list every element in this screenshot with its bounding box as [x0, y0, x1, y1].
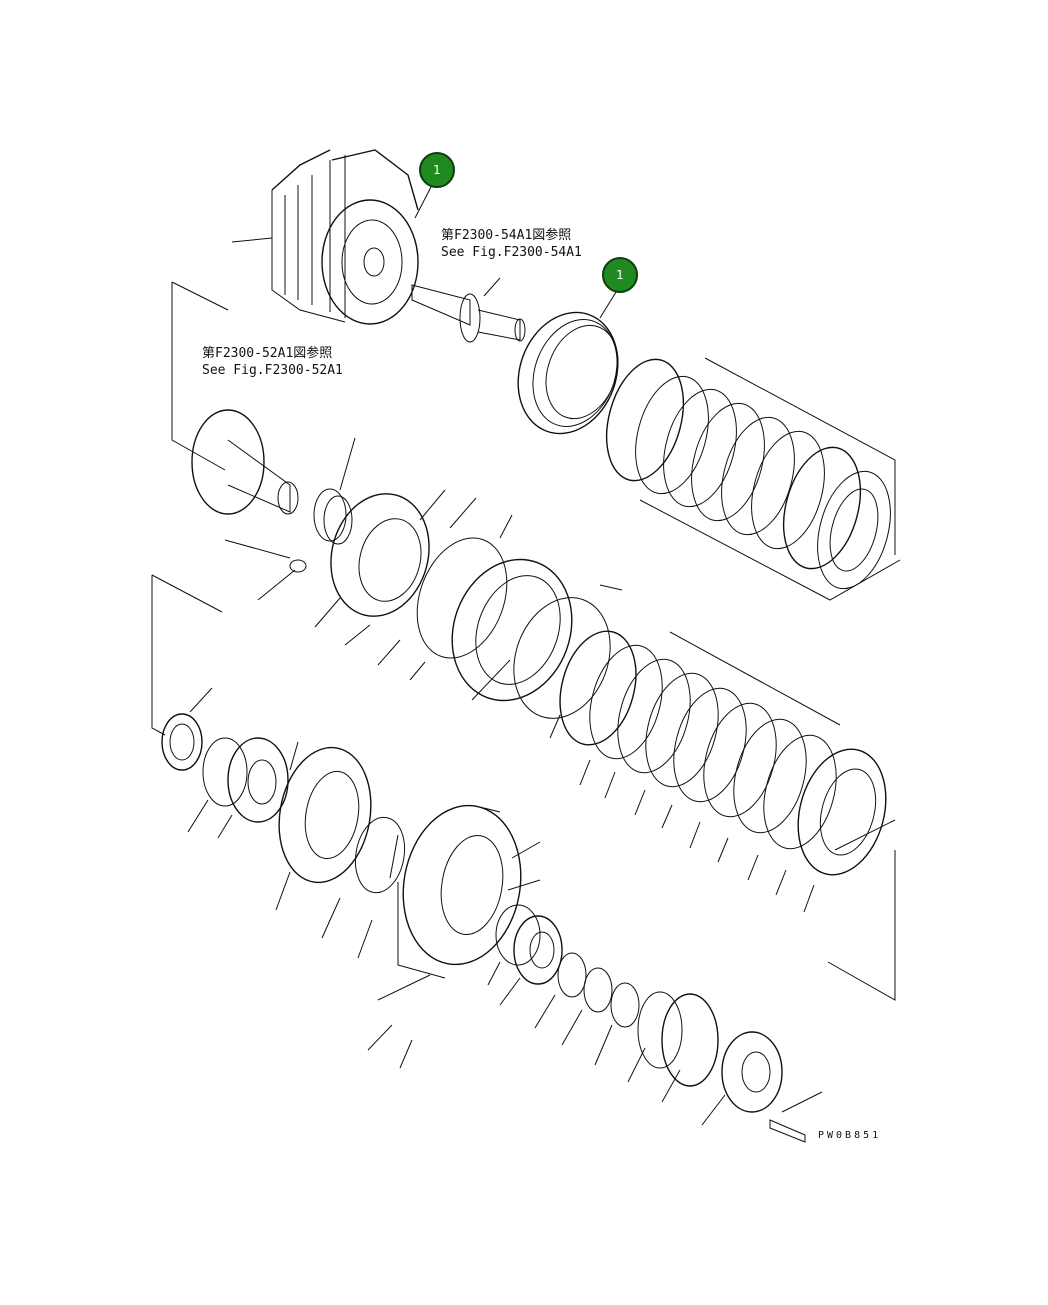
- upper-clutch-plates: [606, 357, 901, 601]
- shaft: [411, 277, 526, 343]
- reference-fig-52a1-en: See Fig.F2300-52A1: [202, 363, 343, 378]
- bearing-rings: [487, 904, 823, 1143]
- lower-housing: [275, 746, 541, 1069]
- ring-gear: [409, 514, 623, 719]
- reference-fig-54a1-en: See Fig.F2300-54A1: [441, 245, 582, 260]
- reference-fig-54a1-jp: 第F2300-54A1図参照: [441, 228, 572, 243]
- drawing-id: PW0B851: [818, 1130, 882, 1141]
- callout-1-drum[interactable]: 1: [602, 257, 638, 293]
- callout-1-housing[interactable]: 1: [419, 152, 455, 188]
- hub-assembly: [171, 281, 356, 601]
- bearing-and-seal: [151, 574, 299, 839]
- clutch-housing-assembly: [231, 149, 433, 325]
- lower-clutch-plates: [549, 630, 896, 1001]
- reference-fig-52a1-jp: 第F2300-52A1図参照: [202, 346, 333, 361]
- carrier: [314, 489, 477, 666]
- drum-ring: [517, 291, 619, 435]
